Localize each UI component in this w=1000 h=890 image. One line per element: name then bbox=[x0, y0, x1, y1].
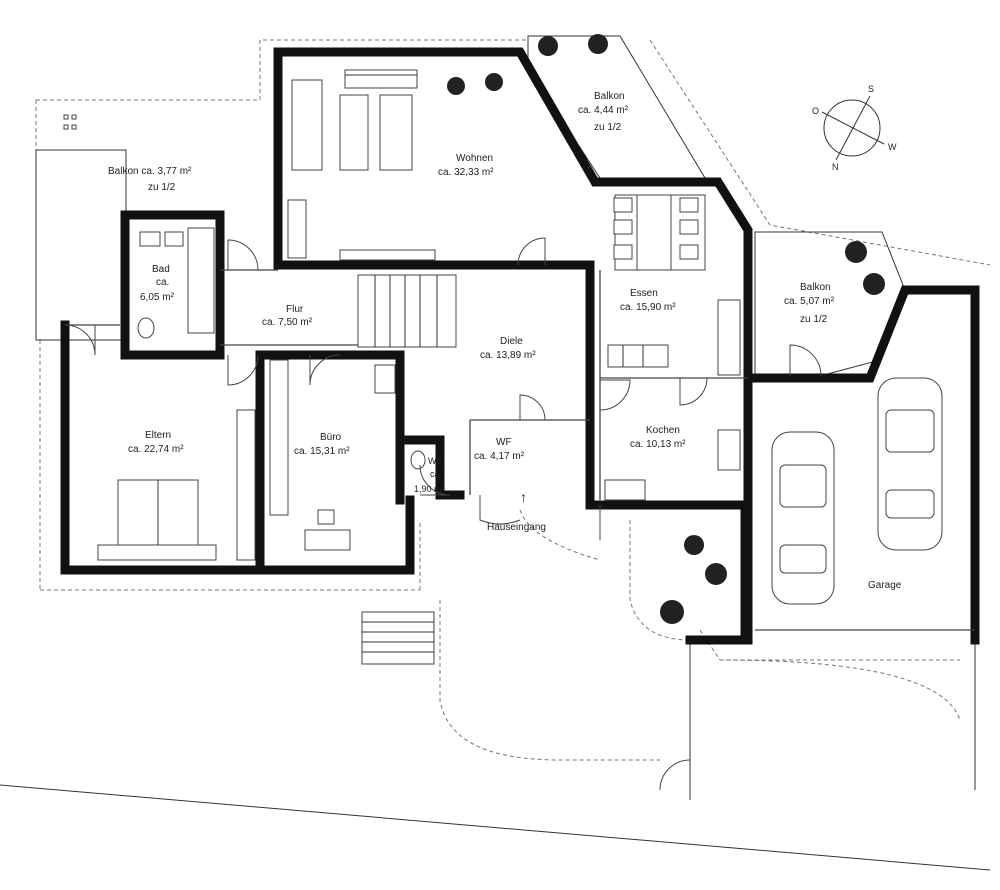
balkon-east-area: ca. 5,07 m² bbox=[784, 296, 835, 307]
essen-area: ca. 15,90 m² bbox=[620, 302, 676, 313]
wc-label: WC bbox=[428, 456, 443, 466]
essen-label: Essen bbox=[630, 288, 658, 299]
bad-area: 6,05 m² bbox=[140, 292, 175, 303]
compass-n: N bbox=[832, 162, 839, 172]
office-furniture bbox=[269, 359, 396, 551]
bad-ca: ca. bbox=[156, 277, 169, 288]
balkon-west bbox=[35, 114, 127, 341]
compass-s: S bbox=[868, 84, 874, 94]
wc-ca: ca. bbox=[430, 469, 442, 479]
eltern-label: Eltern bbox=[145, 430, 171, 441]
balkon-east-label: Balkon bbox=[800, 282, 831, 293]
wc-area: 1,90 m² bbox=[414, 484, 445, 494]
balkon-north-share: zu 1/2 bbox=[594, 122, 622, 133]
plants bbox=[447, 34, 885, 624]
living-furniture bbox=[287, 69, 706, 271]
walls bbox=[60, 47, 980, 645]
compass-w: W bbox=[888, 142, 897, 152]
bedroom-furniture bbox=[97, 409, 256, 561]
room-labels: Balkon ca. 3,77 m² zu 1/2 Wohnen ca. 32,… bbox=[108, 91, 902, 591]
balkon-west-label: Balkon ca. 3,77 m² bbox=[108, 166, 192, 177]
diele-label: Diele bbox=[500, 336, 523, 347]
wohnen-area: ca. 32,33 m² bbox=[438, 167, 494, 178]
flur-area: ca. 7,50 m² bbox=[262, 317, 313, 328]
buero-area: ca. 15,31 m² bbox=[294, 446, 350, 457]
interior-walls bbox=[65, 269, 975, 631]
compass-o: O bbox=[812, 106, 819, 116]
flur-label: Flur bbox=[286, 304, 304, 315]
balkon-east-share: zu 1/2 bbox=[800, 314, 828, 325]
wf-area: ca. 4,17 m² bbox=[474, 451, 525, 462]
site-lines bbox=[0, 39, 991, 871]
wohnen-label: Wohnen bbox=[456, 153, 493, 164]
wf-label: WF bbox=[496, 437, 512, 448]
doors bbox=[64, 237, 822, 791]
eltern-area: ca. 22,74 m² bbox=[128, 444, 184, 455]
balkon-north-area: ca. 4,44 m² bbox=[578, 105, 629, 116]
balkon-north-label: Balkon bbox=[594, 91, 625, 102]
garage-label: Garage bbox=[868, 580, 902, 591]
buero-label: Büro bbox=[320, 432, 342, 443]
diele-area: ca. 13,89 m² bbox=[480, 350, 536, 361]
stairs bbox=[357, 274, 457, 665]
compass: N O S W bbox=[812, 84, 897, 172]
cars bbox=[771, 377, 943, 605]
kitchen-fixtures bbox=[604, 299, 741, 501]
bath-fixtures bbox=[137, 227, 426, 470]
entrance-arrow-icon: ↑ bbox=[520, 489, 527, 505]
kochen-label: Kochen bbox=[646, 425, 680, 436]
balkon-west-share: zu 1/2 bbox=[148, 182, 176, 193]
kochen-area: ca. 10,13 m² bbox=[630, 439, 686, 450]
bad-label: Bad bbox=[152, 264, 170, 275]
entrance-label: Hauseingang bbox=[487, 522, 546, 533]
